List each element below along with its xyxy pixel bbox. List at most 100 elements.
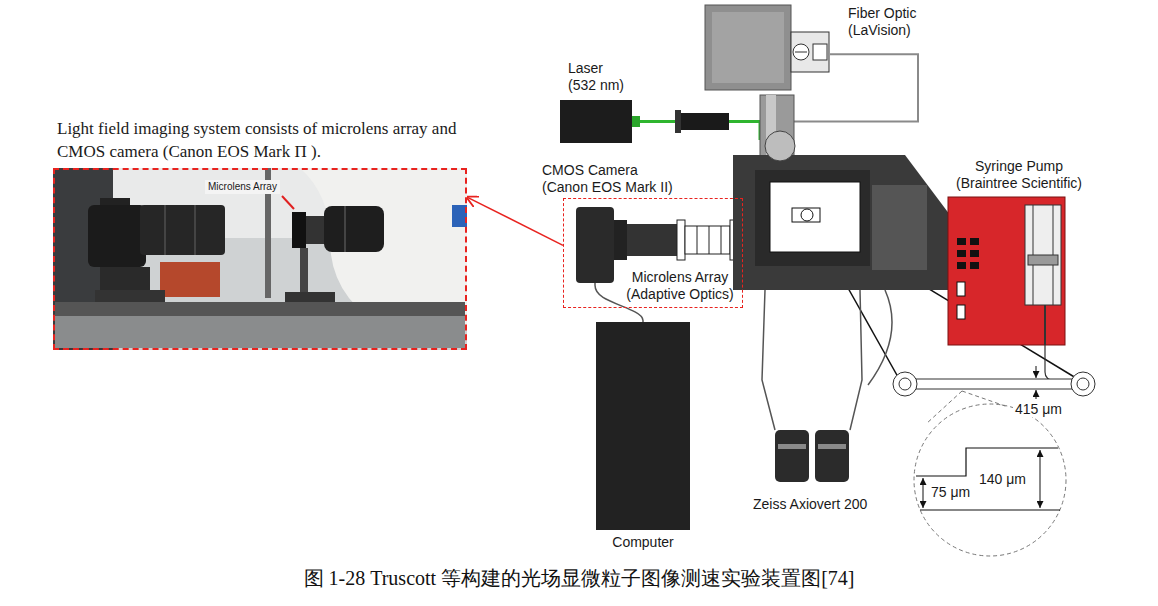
fiber-light-source-drawing	[813, 44, 827, 60]
photo-inset-image	[452, 205, 467, 227]
microchannel-chip	[926, 391, 962, 424]
syringe-pump-drawing	[1044, 305, 1046, 345]
camera-optics	[677, 220, 685, 260]
microscope-drawing	[755, 170, 870, 266]
photo-inset-image	[55, 316, 465, 348]
camera-optics	[613, 220, 627, 260]
microscope-drawing	[778, 444, 806, 449]
part-label: Microlens Array (Adaptive Optics)	[619, 269, 741, 303]
microchannel-chip	[914, 404, 1066, 556]
photo-inset-image	[292, 212, 306, 248]
photo-inset-image	[164, 205, 166, 255]
figure-caption: 图 1-28 Truscott 等构建的光场显微粒子图像测速实验装置图[74]	[0, 566, 1158, 590]
callout-arrow	[467, 197, 563, 245]
fiber-light-source-drawing	[712, 12, 784, 83]
photo-inset-image	[88, 205, 146, 267]
microchannel-chip	[1071, 372, 1095, 396]
syringe-pump-drawing	[957, 250, 966, 257]
photo-inset-image	[324, 206, 384, 252]
laser-box: Laser (532 nm)	[560, 100, 632, 143]
microscope-drawing	[801, 209, 813, 221]
syringe-pump-drawing	[1028, 255, 1058, 265]
microchannel-chip	[1077, 378, 1089, 390]
syringe-pump-drawing	[948, 197, 1065, 345]
syringe-pump-drawing	[957, 262, 966, 269]
syringe-pump-drawing	[957, 238, 966, 245]
microscope-drawing	[815, 430, 849, 482]
microchannel-chip	[962, 391, 1008, 407]
laser-optics	[675, 110, 681, 133]
syringe-pump-drawing	[1025, 205, 1061, 305]
microscope-drawing	[765, 131, 795, 161]
microscope-drawing	[762, 290, 892, 430]
laser-optics	[681, 113, 729, 130]
microscope-drawing	[818, 444, 846, 449]
syringe-pump-drawing	[957, 305, 965, 319]
photo-inset-image	[282, 196, 294, 209]
laser-optics	[632, 116, 640, 127]
camera-optics	[697, 226, 698, 254]
part-label: Syringe Pump (Braintree Scientific)	[944, 158, 1094, 192]
computer-box: Computer	[596, 322, 690, 530]
microchannel-chip	[1036, 366, 1037, 378]
microscope: Zeiss Axiovert 200	[745, 140, 945, 515]
microchannel-chip	[920, 509, 1060, 510]
fiber-light-source-drawing	[705, 5, 829, 90]
photo-inset-image	[194, 205, 196, 255]
cmos-camera: CMOS Camera (Canon EOS Mark II)	[576, 207, 614, 283]
microchannel-chip	[923, 478, 924, 508]
fiber-light-source-drawing	[705, 5, 791, 90]
inset-caption: Light field imaging system consists of m…	[57, 118, 471, 164]
photo-inset-image	[300, 248, 308, 294]
dimension-label: 140 μm	[977, 471, 1028, 487]
camera-region: Microlens Array (Adaptive Optics)CMOS Ca…	[563, 198, 743, 308]
microscope-drawing	[792, 208, 820, 222]
part-label: Fiber Optic (LaVision)	[848, 5, 940, 39]
photo-inset-image	[53, 168, 467, 350]
camera-optics	[709, 226, 710, 254]
syringe-pump-drawing	[970, 250, 979, 257]
part-label: Zeiss Axiovert 200	[753, 496, 913, 513]
microchannel-chip	[899, 378, 911, 390]
fiber-light-source-drawing	[795, 52, 807, 53]
part-label: Laser (532 nm)	[568, 60, 634, 94]
microscope-drawing	[733, 95, 950, 482]
syringe-pump-drawing	[970, 238, 979, 245]
microchannel-chip	[893, 372, 917, 396]
photo-inset: Light field imaging system consists of m…	[53, 168, 467, 350]
microchannel-chip	[916, 379, 1072, 389]
syringe-pump-drawing	[1045, 345, 1074, 383]
photo-inset-image	[160, 262, 220, 297]
fiber-light-source-drawing	[791, 32, 829, 72]
photo-inset-image	[344, 206, 346, 252]
photo-inset-image	[285, 292, 335, 302]
syringe-pump: Syringe Pump (Braintree Scientific)	[948, 197, 1065, 345]
camera-optics	[685, 226, 730, 254]
fiber-light-source-drawing	[793, 44, 809, 60]
photo-inset-image	[53, 168, 467, 350]
syringe-pump-drawing	[957, 282, 965, 296]
part-label: Computer	[568, 534, 718, 551]
photo-inset-image	[55, 302, 465, 316]
camera-optics	[613, 220, 738, 260]
part-tag: Microlens Array	[205, 180, 280, 194]
photo-inset-image	[306, 216, 324, 244]
camera-optics	[627, 224, 677, 256]
microchannel-chip	[1040, 450, 1041, 508]
photo-inset-image	[100, 267, 150, 292]
dimension-label: 415 μm	[1013, 401, 1064, 417]
part-label: CMOS Camera (Canon EOS Mark II)	[542, 162, 682, 196]
camera-optics	[721, 226, 722, 254]
syringe-pump-drawing	[948, 197, 1074, 383]
microchannel-chip	[1036, 390, 1037, 399]
microchannel-chip	[893, 366, 1095, 556]
microscope-drawing	[872, 185, 927, 270]
laser-optics	[632, 110, 729, 133]
microscope-drawing	[733, 155, 950, 290]
dimension-label: 75 μm	[929, 484, 972, 500]
syringe-pump-drawing	[970, 262, 979, 269]
fiber-light-source: Fiber Optic (LaVision)	[705, 5, 830, 90]
photo-inset-image	[140, 205, 225, 255]
